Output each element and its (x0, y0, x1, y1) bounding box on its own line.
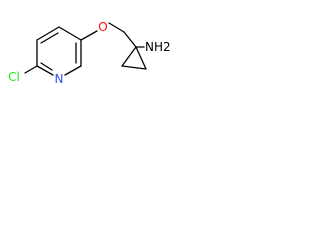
bond-c2-cl (24, 65, 38, 74)
chemical-structure: O N Cl NH2 (8, 20, 171, 86)
bond-c5-o (80, 30, 98, 41)
amine-atom-label: NH2 (145, 40, 171, 54)
cyclopropane-bond-c (135, 46, 147, 70)
ring-bond-c6-n (64, 65, 82, 76)
cyclopropane-bond-a (121, 46, 137, 67)
cyclopropane-bond-b (121, 65, 147, 70)
ring-bond-c3-c4 (36, 26, 60, 41)
ring-bond-n-c2-inner (40, 62, 53, 71)
nitrogen-atom-label: N (55, 72, 64, 86)
bond-o-ch2 (108, 22, 125, 33)
ring-bond-c4-c5 (58, 26, 82, 41)
chlorine-atom-label: Cl (8, 70, 20, 84)
oxygen-atom-label: O (98, 20, 107, 34)
ring-bond-c3-c4-inner (40, 32, 59, 44)
bond-ch2-cq (123, 31, 137, 48)
ring-bond-n-c2 (36, 65, 54, 76)
